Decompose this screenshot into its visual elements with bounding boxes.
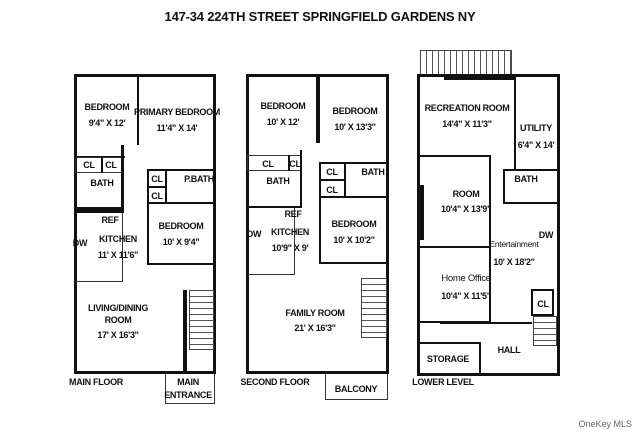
- wall: [101, 157, 103, 173]
- room-name: ROOM: [452, 189, 480, 199]
- closet-label: CL: [326, 167, 338, 177]
- balcony-box: [325, 374, 388, 400]
- wall: [319, 179, 345, 181]
- bath-box: [503, 169, 559, 204]
- closet-label: CL: [289, 159, 301, 169]
- wall: [300, 150, 302, 208]
- entrance-box: [165, 374, 215, 404]
- room-dims: 10' X 13'3": [334, 122, 376, 132]
- plan-title: 147-34 224TH STREET SPRINGFIELD GARDENS …: [164, 9, 476, 24]
- wall: [121, 145, 124, 213]
- stairs: [361, 278, 387, 338]
- room-name: BEDROOM: [260, 101, 306, 111]
- room-name: BEDROOM: [84, 102, 130, 112]
- bath-label: BATH: [361, 167, 385, 177]
- room-name: PRIMARY BEDROOM: [133, 107, 221, 117]
- stairs: [189, 290, 214, 350]
- floor-label: SECOND FLOOR: [240, 377, 310, 387]
- wall: [444, 74, 514, 80]
- wall: [316, 75, 320, 143]
- room-dims: 11' X 11'6": [97, 250, 139, 260]
- room-dims: 10' X 9'4": [162, 237, 200, 247]
- wall: [440, 322, 532, 324]
- balcony-label: BALCONY: [334, 384, 378, 394]
- bath-label: BATH: [266, 176, 290, 186]
- ref-label: REF: [284, 209, 302, 219]
- room-dims: 10' X 12': [266, 117, 300, 127]
- dw-label: DW: [72, 238, 88, 248]
- dw-label: DW: [538, 230, 554, 240]
- room-dims: 10'9" X 9': [271, 243, 309, 253]
- watermark: OneKey MLS: [578, 419, 632, 429]
- entrance-label: MAIN: [177, 377, 199, 387]
- room-name: Entertainment: [489, 239, 539, 249]
- floor-label: LOWER LEVEL: [412, 377, 474, 387]
- storage-box: [417, 342, 481, 376]
- room-dims: 11'4" X 14': [156, 123, 198, 133]
- wall: [137, 75, 139, 145]
- entrance-label: ENTRANCE: [164, 390, 212, 400]
- closet-label: CL: [537, 299, 549, 309]
- wall: [75, 207, 124, 213]
- room-name: FAMILY ROOM: [285, 308, 345, 318]
- closet-label: CL: [105, 160, 117, 170]
- room-name: KITCHEN: [99, 234, 137, 244]
- stairs: [533, 316, 557, 346]
- closet-box: [531, 289, 554, 316]
- room-name: STORAGE: [426, 354, 470, 364]
- right-block: [319, 162, 389, 264]
- wall: [165, 169, 167, 203]
- room-name: LIVING/DINING: [87, 303, 149, 313]
- wall: [147, 186, 166, 188]
- wall: [319, 196, 388, 198]
- closet-label: CL: [326, 185, 338, 195]
- room-name: RECREATION ROOM: [424, 103, 510, 113]
- closet-label: CL: [83, 160, 95, 170]
- room-dims: 14'4" X 11'3": [442, 119, 492, 129]
- bath-label: BATH: [514, 174, 538, 184]
- room-name: BEDROOM: [158, 221, 204, 231]
- kitchen-counter: [248, 208, 295, 275]
- wall: [418, 246, 490, 248]
- closet-label: CL: [151, 191, 163, 201]
- room-name: HALL: [497, 345, 521, 355]
- ref-label: REF: [101, 215, 119, 225]
- room-name: UTILITY: [520, 123, 552, 133]
- room-dims: 21' X 16'3": [294, 323, 336, 333]
- wall: [344, 162, 346, 197]
- wall: [288, 155, 290, 171]
- room-name: ROOM: [104, 315, 132, 325]
- room-dims: 10'4" X 13'9": [441, 204, 491, 214]
- room-name: Home Office: [441, 273, 491, 284]
- right-block: [147, 169, 216, 265]
- exterior-stairs: [420, 50, 512, 75]
- wall: [147, 202, 215, 204]
- closet-label: CL: [262, 159, 274, 169]
- kitchen-counter: [76, 213, 123, 282]
- room-dims: 10' X 10'2": [333, 235, 375, 245]
- wall: [247, 206, 302, 208]
- floor-label: MAIN FLOOR: [69, 377, 123, 387]
- pbath-label: P.BATH: [184, 174, 214, 184]
- room-dims: 9'4" X 12': [88, 118, 126, 128]
- room-dims: 17' X 16'3": [97, 330, 139, 340]
- room-name: BEDROOM: [331, 219, 377, 229]
- room-name: KITCHEN: [271, 227, 309, 237]
- closet-label: CL: [151, 174, 163, 184]
- wall: [183, 290, 187, 373]
- dw-label: DW: [246, 229, 262, 239]
- wall: [418, 185, 424, 240]
- room-dims: 10' X 18'2": [493, 257, 535, 267]
- bath-label: BATH: [90, 178, 114, 188]
- room-dims: 6'4" X 14': [517, 140, 555, 150]
- room-dims: 10'4" X 11'5": [441, 291, 491, 301]
- room-name: BEDROOM: [332, 106, 378, 116]
- wall: [514, 75, 516, 171]
